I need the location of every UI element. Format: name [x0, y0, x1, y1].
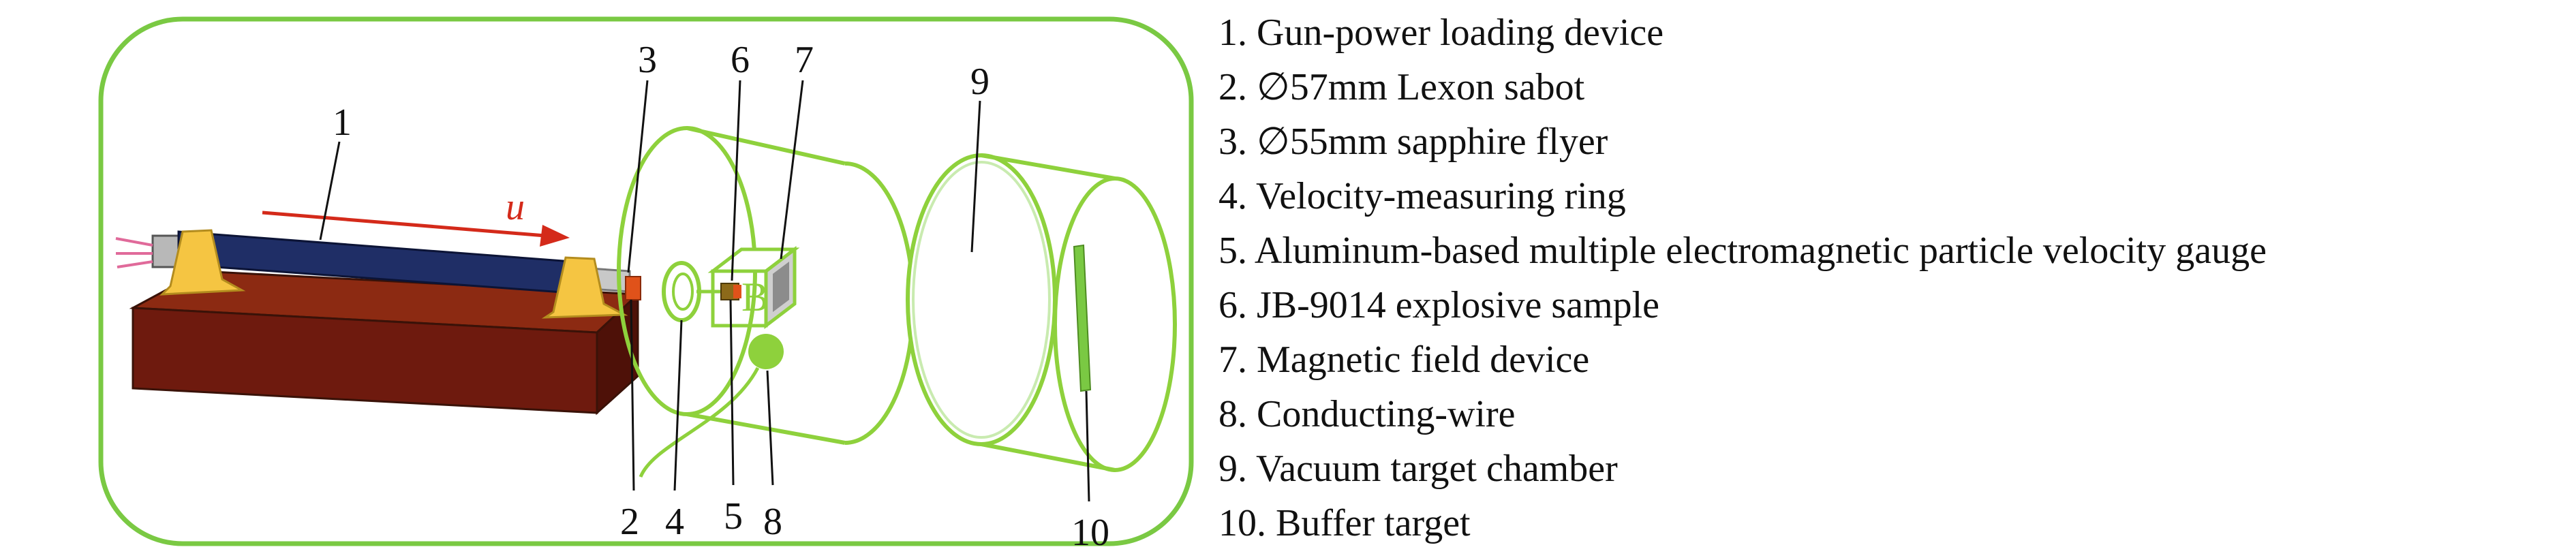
callout-9: 9 [970, 61, 990, 103]
setup-frame [98, 16, 1194, 546]
magnetic-field-device [707, 245, 800, 330]
legend-item-2: 2. ∅57mm Lexon sabot [1218, 66, 1585, 108]
callout-7: 7 [795, 39, 814, 81]
callout-10: 10 [1071, 512, 1109, 554]
legend-item-9: 9. Vacuum target chamber [1218, 448, 1618, 490]
callout-6: 6 [731, 39, 750, 81]
callout-leaders [319, 80, 1090, 502]
barrel-clamp-right [541, 256, 628, 319]
field-symbol: B [741, 275, 769, 320]
callout-3: 3 [638, 39, 657, 81]
buffer-target [1073, 244, 1092, 392]
velocity-measuring-ring [662, 261, 701, 322]
conducting-wire [639, 334, 784, 478]
legend-item-5: 5. Aluminum-based multiple electromagnet… [1218, 230, 2267, 272]
legend-item-4: 4. Velocity-measuring ring [1218, 175, 1626, 217]
legend-item-6: 6. JB-9014 explosive sample [1218, 284, 1659, 326]
vacuum-target-chamber [906, 153, 1177, 472]
legend-item-7: 7. Magnetic field device [1218, 339, 1589, 381]
barrel-clamp-left [159, 229, 246, 296]
sapphire-flyer [625, 276, 641, 300]
legend: 1. Gun-power loading device 2. ∅57mm Lex… [1218, 12, 2267, 544]
velocity-arrow [262, 211, 570, 247]
callout-5: 5 [724, 495, 743, 538]
callout-numbers: 1 2 3 4 5 6 7 8 9 10 [333, 39, 1109, 554]
particle-velocity-gauge [696, 283, 741, 300]
callout-4: 4 [665, 501, 684, 543]
legend-item-1: 1. Gun-power loading device [1218, 12, 1663, 54]
callout-2: 2 [620, 501, 639, 543]
legend-item-3: 3. ∅55mm sapphire flyer [1218, 121, 1608, 163]
legend-item-10: 10. Buffer target [1218, 502, 1471, 544]
callout-1: 1 [333, 102, 352, 144]
callout-8: 8 [763, 501, 782, 543]
gun-base-block [129, 270, 641, 416]
velocity-symbol: u [506, 186, 525, 228]
legend-item-8: 8. Conducting-wire [1218, 393, 1515, 435]
